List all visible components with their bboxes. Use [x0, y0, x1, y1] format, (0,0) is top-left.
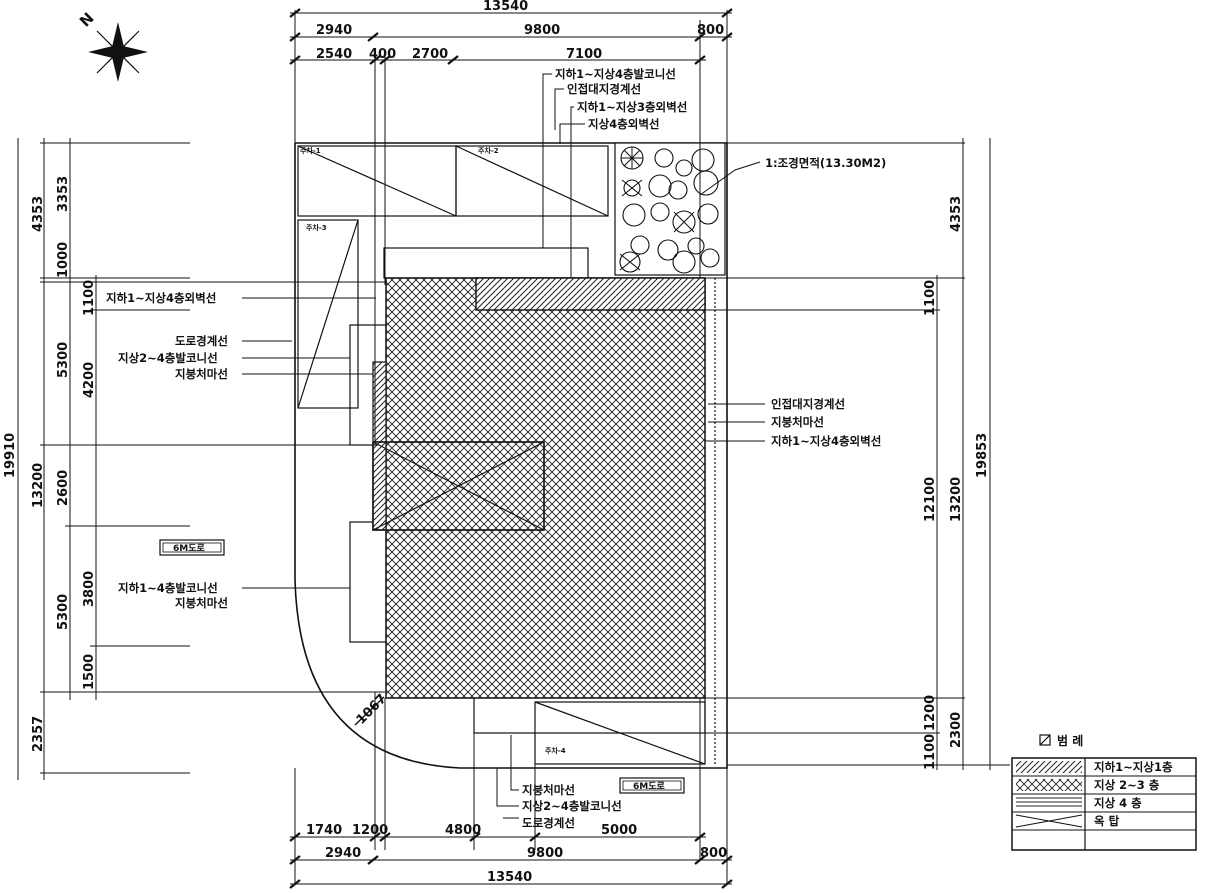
dim-top-total: 13540 — [483, 0, 528, 14]
north-label: N — [76, 9, 98, 31]
dim-right-c: 2300 — [949, 712, 964, 748]
dim-right-g: 1100 — [923, 734, 938, 770]
note-left5: 지하1~4층발코니선 — [118, 581, 218, 595]
dim-left-j: 4200 — [82, 362, 97, 398]
parking-label-1: 주차-1 — [300, 146, 321, 155]
legend-swatch-b1-1f — [1016, 761, 1082, 773]
note-left4: 지붕처마선 — [175, 367, 228, 381]
dim-bot-e: 2940 — [325, 846, 361, 861]
reference-lines — [40, 10, 1010, 885]
note-left6: 지붕처마선 — [175, 596, 228, 610]
left-dimensions: 19910 4353 13200 2357 3353 1000 5300 260… — [3, 176, 97, 752]
road-label-bottom-text: 6M도로 — [633, 781, 665, 792]
note-top2: 인접대지경계선 — [567, 82, 641, 96]
dim-left-c: 2357 — [31, 716, 46, 752]
legend: 범 례 지하1~지상1층 지상 2~3 층 지상 4 층 옥 탑 — [1011, 733, 1197, 851]
dim-right-b: 13200 — [949, 477, 964, 522]
dim-left-k: 3800 — [82, 571, 97, 607]
dim-bot-total: 13540 — [487, 870, 532, 885]
note-right3: 지하1~지상4층외벽선 — [771, 434, 881, 448]
dim-chamfer: 1067 — [354, 691, 390, 727]
dim-right-total: 19853 — [975, 433, 990, 478]
note-bot3: 도로경계선 — [522, 816, 575, 830]
note-bot2: 지상2~4층발코니선 — [522, 799, 622, 813]
dim-top-c: 800 — [697, 23, 724, 38]
dim-top-d: 2540 — [316, 47, 352, 62]
road-label-bottom: 6M도로 — [619, 777, 685, 794]
rooftop-area — [372, 441, 545, 531]
parking-labels: 주차-1 주차-2 주차-3 주차-4 — [300, 146, 566, 755]
dim-left-d: 3353 — [56, 176, 71, 212]
note-left1: 지하1~지상4층외벽선 — [106, 291, 216, 305]
dim-bot-d: 5000 — [601, 823, 637, 838]
note-top4: 지상4층외벽선 — [588, 117, 659, 131]
dim-left-l: 1500 — [82, 654, 97, 690]
legend-row-2: 지상 2~3 층 — [1094, 778, 1160, 792]
annotations: 지하1~지상4층발코니선 인접대지경계선 지하1~지상3층외벽선 지상4층외벽선… — [106, 67, 886, 830]
dim-top-a: 2940 — [316, 23, 352, 38]
dim-bot-a: 1740 — [306, 823, 342, 838]
legend-row-4: 옥 탑 — [1094, 814, 1120, 828]
building-footprint — [372, 277, 706, 699]
dim-right-a: 4353 — [949, 196, 964, 232]
parking-label-3: 주차-3 — [306, 223, 327, 232]
note-right2: 지붕처마선 — [771, 415, 824, 429]
dim-left-f: 5300 — [56, 342, 71, 378]
bottom-dimensions: 1740 1200 4800 5000 2940 9800 800 13540 — [306, 823, 727, 885]
legend-row-1: 지하1~지상1층 — [1094, 760, 1173, 774]
dim-bot-b: 1200 — [352, 823, 388, 838]
road-label-left-text: 6M도로 — [173, 543, 205, 554]
legend-swatch-2-3f — [1016, 779, 1082, 791]
dim-left-i: 1100 — [82, 280, 97, 316]
note-bot1: 지붕처마선 — [522, 783, 575, 797]
dim-left-g: 2600 — [56, 470, 71, 506]
dimension-lines — [17, 8, 991, 889]
dim-right-e: 12100 — [923, 477, 938, 522]
parking-label-4: 주차-4 — [545, 746, 566, 755]
parking-label-2: 주차-2 — [478, 146, 499, 155]
dim-right-f: 1200 — [923, 695, 938, 731]
right-dimensions: 19853 4353 13200 2300 1100 12100 1200 11… — [923, 196, 990, 770]
note-top3: 지하1~지상3층외벽선 — [577, 100, 687, 114]
north-arrow-icon: N — [76, 9, 148, 82]
dim-left-a: 4353 — [31, 196, 46, 232]
top-dimensions: 13540 2940 9800 800 2540 400 2700 7100 — [316, 0, 724, 62]
dim-bot-c: 4800 — [445, 823, 481, 838]
dim-top-g: 7100 — [566, 47, 602, 62]
dim-bot-g: 800 — [700, 846, 727, 861]
dim-bot-f: 9800 — [527, 846, 563, 861]
dim-top-b: 9800 — [524, 23, 560, 38]
note-top1: 지하1~지상4층발코니선 — [555, 67, 676, 81]
legend-title: 범 례 — [1057, 733, 1083, 748]
annotation-leaders — [242, 73, 765, 819]
dim-top-e: 400 — [369, 47, 396, 62]
note-landscape: 1:조경면적(13.30M2) — [765, 156, 886, 170]
dim-left-b: 13200 — [31, 463, 46, 508]
legend-swatch-4f — [1016, 797, 1082, 809]
note-left3: 지상2~4층발코니선 — [118, 351, 218, 365]
dim-left-h: 5300 — [56, 594, 71, 630]
landscape-area — [614, 142, 726, 276]
dim-top-f: 2700 — [412, 47, 448, 62]
legend-swatch-rooftop — [1015, 814, 1083, 828]
note-left2: 도로경계선 — [175, 334, 228, 348]
road-label-left: 6M도로 — [159, 539, 225, 556]
legend-row-3: 지상 4 층 — [1094, 796, 1142, 810]
legend-box-icon — [1039, 734, 1051, 746]
dim-right-d: 1100 — [923, 280, 938, 316]
dim-left-e: 1000 — [56, 242, 71, 278]
dim-left-total: 19910 — [3, 433, 18, 478]
note-right1: 인접대지경계선 — [771, 397, 845, 411]
